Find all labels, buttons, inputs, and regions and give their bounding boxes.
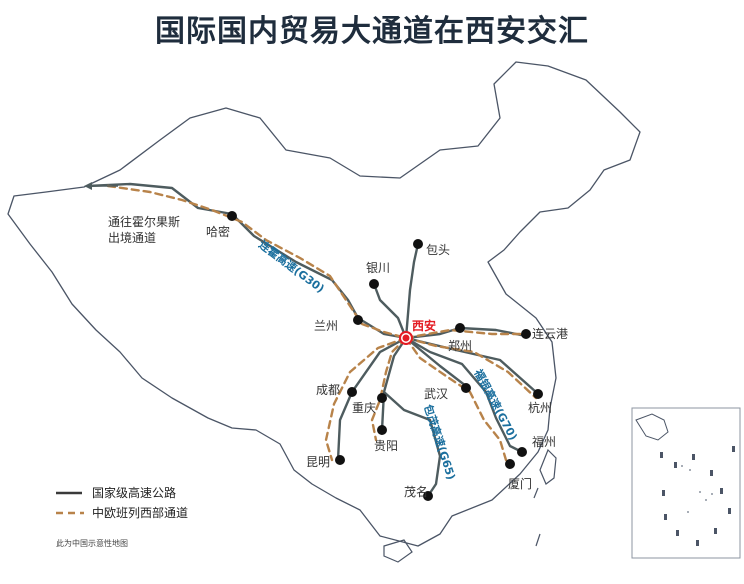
rail-west-corridor <box>106 184 408 340</box>
city-label-baotou: 包头 <box>426 243 450 257</box>
city-marker-lianyungang <box>521 329 531 339</box>
city-label-yinchuan: 银川 <box>366 261 390 275</box>
exit-note: 通往霍尔果斯 出境通道 <box>108 214 184 245</box>
city-marker-chengdu <box>347 387 357 397</box>
city-label-lianyungang: 连云港 <box>532 326 568 341</box>
route-label-g30: 连霍高速(G30) <box>256 237 327 295</box>
city-label-kunming: 昆明 <box>306 455 330 469</box>
city-marker-lanzhou <box>353 315 363 325</box>
rail-hangzhou <box>404 336 538 400</box>
city-label-wuhan: 武汉 <box>424 387 448 401</box>
highway-g65 <box>382 336 442 498</box>
city-label-hami: 哈密 <box>206 224 230 239</box>
rail-east <box>404 328 526 340</box>
exit-note-line-2: 出境通道 <box>108 230 156 245</box>
city-label-fuzhou: 福州 <box>532 434 556 449</box>
city-marker-wuhan <box>461 383 471 393</box>
legend-rail-label: 中欧班列西部通道 <box>92 505 188 520</box>
highway-g70 <box>404 336 524 454</box>
highway-wuhan <box>404 336 468 388</box>
city-label-guiyang: 贵阳 <box>374 439 398 453</box>
city-marker-zhengzhou <box>455 323 465 333</box>
city-marker-xian <box>399 331 413 345</box>
rail-chongqing <box>370 336 408 442</box>
city-label-lanzhou: 兰州 <box>314 319 338 333</box>
city-label-chongqing: 重庆 <box>352 401 376 415</box>
city-label-chengdu: 成都 <box>316 383 340 397</box>
south-china-sea-inset <box>631 407 741 559</box>
city-marker-kunming <box>335 455 345 465</box>
legend: 国家级高速公路 中欧班列西部通道 <box>56 485 188 520</box>
rail-network <box>106 184 538 462</box>
city-marker-xiamen <box>505 459 515 469</box>
city-marker-hami <box>227 211 237 221</box>
taiwan-outline <box>539 448 557 485</box>
city-marker-guiyang <box>377 425 387 435</box>
highway-yinchuan <box>372 282 408 340</box>
country-outline <box>7 61 641 547</box>
rail-southeast <box>404 336 508 462</box>
legend-highway-label: 国家级高速公路 <box>92 485 176 500</box>
city-label-hangzhou: 杭州 <box>528 400 552 415</box>
exit-note-line-1: 通往霍尔果斯 <box>108 214 180 229</box>
city-label-maoming: 茂名 <box>404 484 428 499</box>
city-marker-hangzhou <box>533 389 543 399</box>
exit-arrow <box>84 182 118 190</box>
hainan-outline <box>383 539 413 563</box>
city-marker-yinchuan <box>369 279 379 289</box>
sea-border-dashes <box>533 487 541 547</box>
rail-chengdu-kunming <box>324 336 408 462</box>
city-labels: 哈密 包头 银川 兰州 西安 郑州 连云港 成都 重庆 贵阳 昆明 武汉 杭州 … <box>206 224 568 499</box>
city-markers <box>227 211 543 501</box>
city-marker-chongqing <box>377 393 387 403</box>
route-label-g70: 福银高速(G70) <box>471 366 521 443</box>
highway-g30 <box>86 182 408 340</box>
city-marker-baotou <box>413 239 423 249</box>
map-disclaimer: 此为中国示意性地图 <box>56 538 128 548</box>
route-label-g65: 包茂高速(G65) <box>421 402 459 482</box>
map-title: 国际国内贸易大通道在西安交汇 <box>155 14 589 49</box>
highway-baotou <box>404 242 420 340</box>
city-label-xiamen: 厦门 <box>508 476 532 491</box>
city-label-xian: 西安 <box>412 318 436 333</box>
city-label-zhengzhou: 郑州 <box>448 338 472 353</box>
city-marker-maoming <box>423 491 433 501</box>
city-marker-fuzhou <box>517 447 527 457</box>
